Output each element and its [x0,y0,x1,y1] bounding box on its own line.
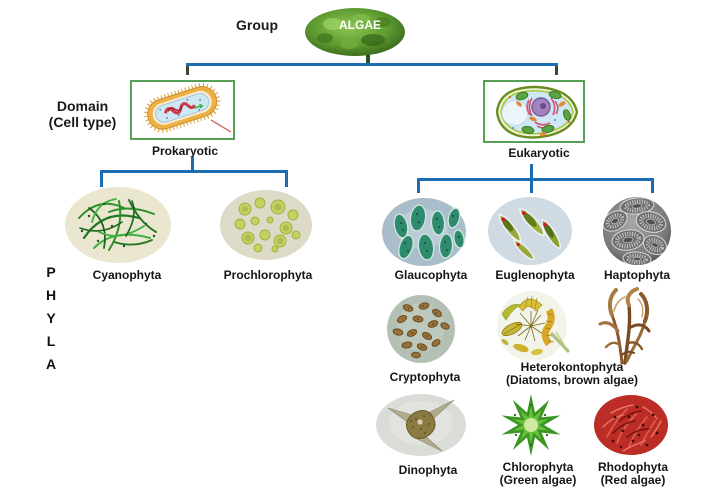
connector-top-horizontal [186,63,558,66]
eukaryotic-cell-image [495,85,579,139]
cryptophyta-label: Cryptophyta [389,370,461,384]
cyanophyta-image [65,187,171,263]
eukaryotic-branch-mid-stub [530,181,533,193]
eukaryotic-branch-stem [530,164,533,179]
prokaryotic-cell-image [144,83,232,133]
prokaryotic-branch-left-stub [100,173,103,187]
heterokontophyta-diatoms-image [491,290,573,362]
connector-root-stub [366,55,370,64]
glaucophyta-image [382,198,466,266]
phyla-letter-a: A [45,356,57,372]
phyla-letter-l: L [46,333,56,349]
connector-top-left-stub [186,66,189,75]
domain-label: Domain (Cell type) [15,98,150,130]
prochlorophyta-image [220,190,312,260]
phyla-letter-p: P [46,264,56,280]
dinophyta-label: Dinophyta [398,463,458,477]
prokaryotic-box [130,80,235,140]
prokaryotic-label: Prokaryotic [151,144,219,158]
connector-top-right-stub [555,66,558,75]
cyanophyta-figure [64,186,172,264]
phyla-letter-h: H [45,287,57,303]
prokaryotic-branch-right-stub [285,173,288,187]
eukaryotic-branch-left-stub [417,181,420,193]
phyla-letter-y: Y [46,310,56,326]
heterokontophyta-brown-algae-image [592,287,654,365]
dinophyta-figure [376,393,467,458]
rhodophyta-figure [593,393,670,460]
group-label: Group [236,17,278,33]
domain-label-line2: (Cell type) [48,114,117,130]
glaucophyta-label: Glaucophyta [394,268,468,282]
eukaryotic-branch-horizontal [417,178,654,181]
heterokontophyta-sublabel: (Diatoms, brown algae) [505,373,639,387]
chlorophyta-figure [490,391,573,458]
haptophyta-image [603,197,671,265]
cyanophyta-label: Cyanophyta [92,268,162,282]
prochlorophyta-label: Prochlorophyta [223,268,313,282]
prokaryotic-branch-horizontal [100,170,288,173]
euglenophyta-figure [488,196,573,266]
algae-node: ALGAE [303,6,407,58]
euglenophyta-image [488,197,572,265]
eukaryotic-label: Eukaryotic [508,146,570,160]
rhodophyta-image [594,395,668,455]
cryptophyta-figure [378,294,464,364]
domain-label-line1: Domain [56,98,109,114]
prochlorophyta-figure [220,189,313,261]
rhodophyta-sublabel: (Red algae) [600,473,666,487]
chlorophyta-label: Chlorophyta (Green algae) [488,461,588,486]
glaucophyta-figure [382,197,467,267]
eukaryotic-box [483,80,585,143]
rhodophyta-label: Rhodophyta (Red algae) [583,461,683,486]
dinophyta-image [376,394,466,456]
haptophyta-figure [593,195,678,267]
eukaryotic-branch-right-stub [651,181,654,193]
chlorophyta-image [501,394,561,456]
haptophyta-label: Haptophyta [604,268,670,282]
phyla-label: P H Y L A [42,264,60,372]
cryptophyta-image [387,295,455,363]
algae-node-label: ALGAE [339,18,381,32]
prokaryotic-branch-stem [191,157,194,171]
heterokontophyta-label: Heterokontophyta (Diatoms, brown algae) [497,361,647,386]
chlorophyta-sublabel: (Green algae) [499,473,577,487]
algae-image: ALGAE [305,8,405,56]
euglenophyta-label: Euglenophyta [495,268,575,282]
